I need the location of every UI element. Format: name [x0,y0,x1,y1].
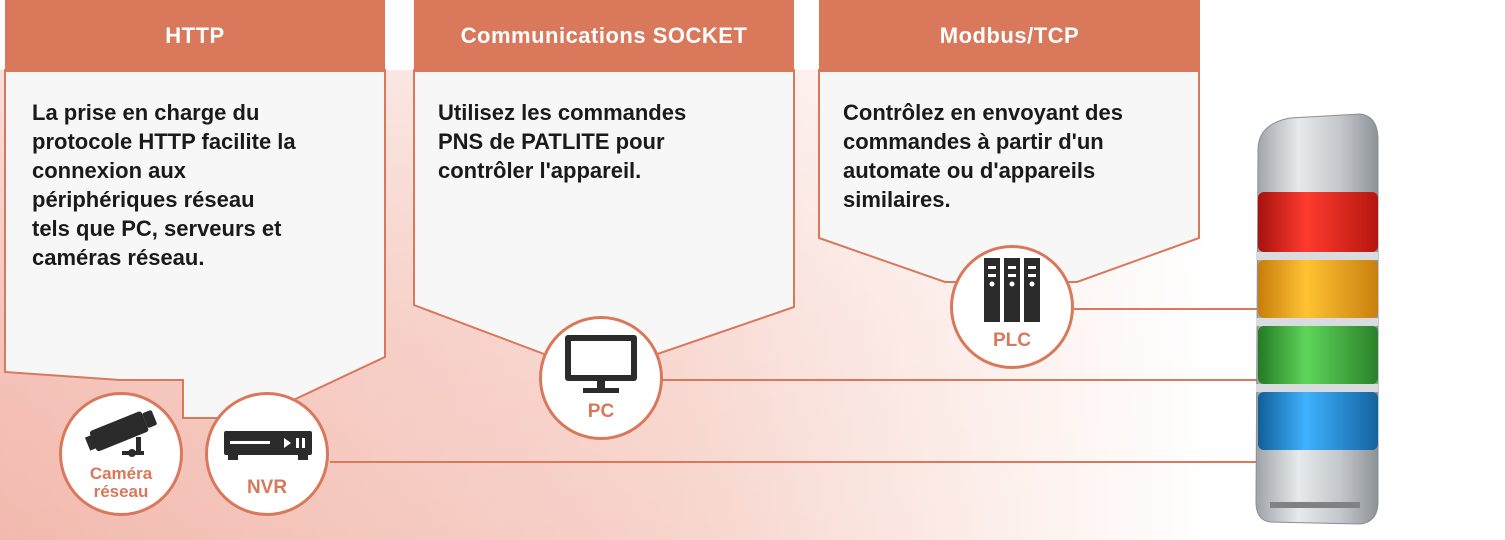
description-line: protocole HTTP facilite la [32,129,296,154]
card-http [4,69,386,419]
description-line: Utilisez les commandes [438,100,687,125]
header-modbus: Modbus/TCP [819,0,1200,72]
nvr-recorder-icon [224,431,312,460]
description-line: La prise en charge du [32,100,260,125]
plc-rack-icon [984,258,1040,322]
plc-label: PLC [993,330,1031,351]
device-plc: PLC [950,245,1074,369]
description-line: périphériques réseau [32,187,255,212]
camera-label: Caméra réseau [62,465,180,501]
description-line: connexion aux [32,158,187,183]
tower-tier-green [1258,326,1378,384]
description-modbus: Contrôlez en envoyant des commandes à pa… [843,98,1123,214]
nvr-label: NVR [246,477,288,498]
description-http: La prise en charge du protocole HTTP fac… [32,98,296,272]
description-line: commandes à partir d'un [843,129,1104,154]
description-line: caméras réseau. [32,245,205,270]
tower-tier-yellow [1258,260,1378,318]
tower-tier-red [1258,192,1378,252]
description-line: similaires. [843,187,951,212]
tower-tier-blue [1258,392,1378,450]
description-socket: Utilisez les commandes PNS de PATLITE po… [438,98,686,185]
device-nvr: NVR [205,392,329,516]
description-line: automate ou d'appareils [843,158,1096,183]
camera-label-line2: réseau [93,482,149,501]
device-camera: Caméra réseau [59,392,183,516]
description-line: contrôler l'appareil. [438,158,642,183]
security-camera-icon [84,410,157,457]
header-http: HTTP [5,0,385,72]
header-socket: Communications SOCKET [414,0,794,72]
description-line: tels que PC, serveurs et [32,216,282,241]
description-line: PNS de PATLITE pour [438,129,665,154]
pc-label: PC [587,401,615,422]
signal-tower-icon [1255,113,1379,525]
device-pc: PC [539,316,663,440]
description-line: Contrôlez en envoyant des [843,100,1123,125]
camera-label-line1: Caméra [89,464,153,483]
monitor-icon [565,335,637,393]
